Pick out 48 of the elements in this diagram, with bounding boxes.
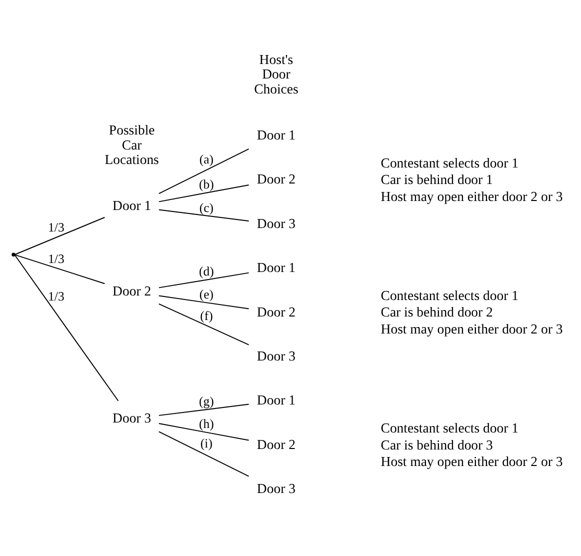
label: Host's Door Choices — [254, 52, 298, 96]
edge-label: 1/3 — [48, 289, 64, 304]
connector — [158, 431, 250, 477]
label: Contestant selects door 1 — [380, 155, 518, 170]
label: Host may open either door 2 or 3 — [380, 454, 563, 470]
label: Host may open either door 2 or 3 — [380, 321, 563, 336]
label: Car is behind door 3 — [380, 437, 493, 452]
node-text: Door 2 — [256, 172, 296, 187]
edge-label: (d) — [199, 264, 214, 279]
connector — [158, 184, 250, 202]
edge-label: (a) — [199, 152, 214, 167]
node-text: Door 3 — [112, 410, 152, 426]
node-text: Door 2 — [256, 304, 296, 320]
node-text: Door 3 — [256, 481, 296, 496]
label: Contestant selects door 1 — [380, 420, 518, 436]
node-text: Door 2 — [256, 436, 296, 452]
connector — [158, 303, 250, 346]
node-text: Door 3 — [256, 216, 296, 231]
node-text: Door 1 — [256, 127, 296, 142]
node-text: Door 3 — [256, 348, 296, 364]
connector — [14, 254, 119, 402]
connector — [158, 272, 250, 288]
node-point — [12, 252, 16, 257]
label: Possible Car Locations — [104, 122, 159, 168]
connector — [158, 404, 250, 416]
edge-label: (e) — [199, 287, 214, 302]
connector — [158, 148, 250, 194]
edge-label: 1/3 — [48, 220, 64, 234]
node-text: Door 2 — [112, 284, 152, 299]
connector — [14, 254, 106, 284]
node-text: Door 1 — [256, 392, 296, 408]
label: Contestant selects door 1 — [380, 288, 518, 304]
label: Car is behind door 2 — [380, 304, 493, 320]
connector — [14, 216, 106, 255]
node-text: Door 1 — [256, 260, 296, 276]
node-text: Door 1 — [112, 198, 152, 214]
label: Host may open either door 2 or 3 — [380, 188, 563, 204]
edge-label: (f) — [200, 308, 213, 323]
edge-label: (i) — [200, 436, 212, 451]
connector — [158, 209, 250, 222]
connector — [158, 423, 250, 441]
label: Car is behind door 1 — [380, 172, 493, 188]
edge-label: (g) — [199, 394, 214, 408]
edge-label: (b) — [199, 177, 214, 192]
edge-label: (h) — [199, 416, 214, 431]
edge-label: 1/3 — [48, 252, 64, 266]
edge-label: (c) — [199, 200, 214, 215]
connector — [158, 295, 250, 310]
